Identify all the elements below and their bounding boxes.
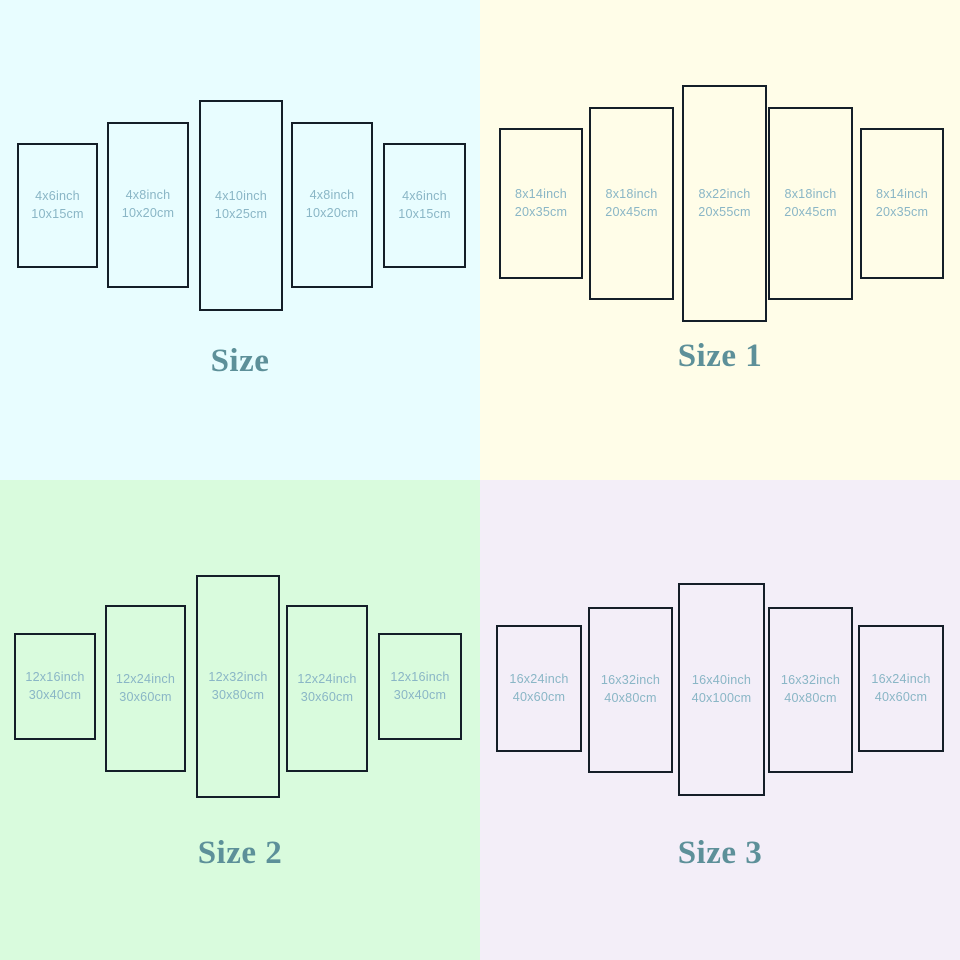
- size-panel-5[interactable]: 4x6inch 10x15cm: [383, 143, 466, 268]
- inch-value: 16x24inch: [509, 671, 569, 686]
- inch-value: 16x32inch: [780, 673, 841, 688]
- size-panel-5-label: 4x6inch 10x15cm: [398, 188, 451, 224]
- inch-value: 8x14inch: [514, 186, 567, 201]
- inch-value: 12x24inch: [115, 671, 176, 686]
- size-panel-2-label: 4x8inch 10x20cm: [122, 187, 175, 223]
- cm-value: 10x15cm: [398, 206, 451, 221]
- cm-value: 20x35cm: [514, 204, 568, 219]
- size-1-panel-1[interactable]: 8x14inch 20x35cm: [499, 128, 583, 279]
- size-2-panel-4-label: 12x24inch 30x60cm: [297, 671, 356, 707]
- size-3-panel-2[interactable]: 16x32inch 40x80cm: [588, 607, 673, 773]
- size-panel-4[interactable]: 4x8inch 10x20cm: [291, 122, 373, 288]
- inch-value: 8x18inch: [605, 186, 658, 201]
- inch-value: 4x8inch: [125, 188, 171, 203]
- inch-value: 4x6inch: [402, 188, 447, 203]
- cm-value: 30x40cm: [28, 687, 82, 702]
- group-title-size-2: Size 2: [197, 835, 283, 871]
- cm-value: 40x80cm: [784, 691, 837, 705]
- quadrant-size-3: 16x24inch 40x60cm 16x32inch 40x80cm 16x40inc…: [480, 480, 960, 960]
- size-3-panel-3[interactable]: 16x40inch 40x100cm: [678, 583, 765, 796]
- inch-value: 8x14inch: [875, 186, 928, 201]
- inch-value: 8x18inch: [784, 186, 837, 201]
- panel-group-size-2: 12x16inch 30x40cm 12x24inch 30x60cm 12x32inc…: [0, 480, 480, 960]
- cm-value: 40x60cm: [512, 689, 566, 704]
- size-panel-3[interactable]: 4x10inch 10x25cm: [199, 100, 283, 311]
- panel-group-size-1: 8x14inch 20x35cm 8x18inch 20x45cm 8x22inch 20…: [480, 0, 960, 480]
- size-panel-1-label: 4x6inch 10x15cm: [31, 188, 84, 224]
- size-panel-1[interactable]: 4x6inch 10x15cm: [17, 143, 98, 268]
- size-3-panel-5-label: 16x24inch 40x60cm: [871, 671, 930, 707]
- cm-value: 10x20cm: [121, 206, 175, 220]
- size-3-panel-2-label: 16x32inch 40x80cm: [601, 672, 660, 708]
- size-3-panel-4[interactable]: 16x32inch 40x80cm: [768, 607, 853, 773]
- size-1-panel-4-label: 8x18inch 20x45cm: [784, 186, 837, 222]
- inch-value: 12x32inch: [208, 669, 268, 684]
- size-1-panel-5[interactable]: 8x14inch 20x35cm: [860, 128, 944, 279]
- cm-value: 20x45cm: [784, 204, 837, 219]
- inch-value: 12x16inch: [25, 669, 85, 684]
- inch-value: 12x16inch: [390, 669, 450, 684]
- size-2-panel-1[interactable]: 12x16inch 30x40cm: [14, 633, 96, 740]
- size-3-panel-5[interactable]: 16x24inch 40x60cm: [858, 625, 944, 752]
- inch-value: 16x24inch: [871, 671, 931, 686]
- size-3-panel-1[interactable]: 16x24inch 40x60cm: [496, 625, 582, 752]
- cm-value: 10x15cm: [31, 206, 84, 221]
- panel-group-size-3: 16x24inch 40x60cm 16x32inch 40x80cm 16x40inc…: [480, 480, 960, 960]
- size-panel-4-label: 4x8inch 10x20cm: [306, 187, 359, 223]
- size-3-panel-4-label: 16x32inch 40x80cm: [781, 672, 840, 708]
- cm-value: 20x55cm: [698, 204, 751, 219]
- cm-value: 40x100cm: [691, 690, 752, 705]
- size-2-panel-3[interactable]: 12x32inch 30x80cm: [196, 575, 280, 798]
- size-2-panel-2-label: 12x24inch 30x60cm: [116, 671, 175, 707]
- inch-value: 8x22inch: [698, 186, 751, 201]
- size-3-panel-3-label: 16x40inch 40x100cm: [692, 672, 752, 708]
- size-panel-2[interactable]: 4x8inch 10x20cm: [107, 122, 189, 288]
- cm-value: 40x80cm: [604, 691, 657, 705]
- inch-value: 4x6inch: [35, 188, 80, 203]
- size-1-panel-4[interactable]: 8x18inch 20x45cm: [768, 107, 853, 300]
- size-2-panel-5-label: 12x16inch 30x40cm: [390, 669, 449, 705]
- inch-value: 16x40inch: [691, 672, 752, 687]
- size-1-panel-5-label: 8x14inch 20x35cm: [876, 186, 929, 222]
- size-panel-3-label: 4x10inch 10x25cm: [215, 188, 268, 224]
- group-title-size-3: Size 3: [677, 835, 763, 871]
- panel-group-size: 4x6inch 10x15cm 4x8inch 10x20cm 4x10inch 10x2…: [0, 0, 480, 480]
- size-2-panel-2[interactable]: 12x24inch 30x60cm: [105, 605, 186, 772]
- cm-value: 30x40cm: [393, 687, 447, 702]
- size-2-panel-3-label: 12x32inch 30x80cm: [208, 669, 267, 705]
- cm-value: 20x45cm: [605, 204, 658, 219]
- size-3-panel-1-label: 16x24inch 40x60cm: [509, 671, 568, 707]
- cm-value: 10x20cm: [305, 206, 359, 220]
- group-title-size: Size: [210, 343, 270, 379]
- inch-value: 4x10inch: [214, 188, 267, 203]
- cm-value: 30x80cm: [211, 687, 265, 702]
- cm-value: 30x60cm: [119, 689, 172, 704]
- cm-value: 10x25cm: [214, 206, 268, 221]
- cm-value: 40x60cm: [874, 689, 928, 704]
- inch-value: 12x24inch: [297, 671, 357, 686]
- size-1-panel-3-label: 8x22inch 20x55cm: [698, 186, 751, 222]
- size-1-panel-2-label: 8x18inch 20x45cm: [605, 186, 658, 222]
- inch-value: 16x32inch: [600, 673, 661, 688]
- size-1-panel-2[interactable]: 8x18inch 20x45cm: [589, 107, 674, 300]
- quadrant-size: 4x6inch 10x15cm 4x8inch 10x20cm 4x10inch 10x2…: [0, 0, 480, 480]
- size-1-panel-3[interactable]: 8x22inch 20x55cm: [682, 85, 767, 322]
- quadrant-size-2: 12x16inch 30x40cm 12x24inch 30x60cm 12x32inc…: [0, 480, 480, 960]
- cm-value: 20x35cm: [875, 204, 929, 219]
- size-2-panel-4[interactable]: 12x24inch 30x60cm: [286, 605, 368, 772]
- inch-value: 4x8inch: [309, 188, 355, 203]
- size-2-panel-1-label: 12x16inch 30x40cm: [25, 669, 84, 705]
- size-1-panel-1-label: 8x14inch 20x35cm: [515, 186, 568, 222]
- size-2-panel-5[interactable]: 12x16inch 30x40cm: [378, 633, 462, 740]
- cm-value: 30x60cm: [300, 689, 354, 704]
- quadrant-size-1: 8x14inch 20x35cm 8x18inch 20x45cm 8x22inch 20…: [480, 0, 960, 480]
- group-title-size-1: Size 1: [677, 338, 763, 374]
